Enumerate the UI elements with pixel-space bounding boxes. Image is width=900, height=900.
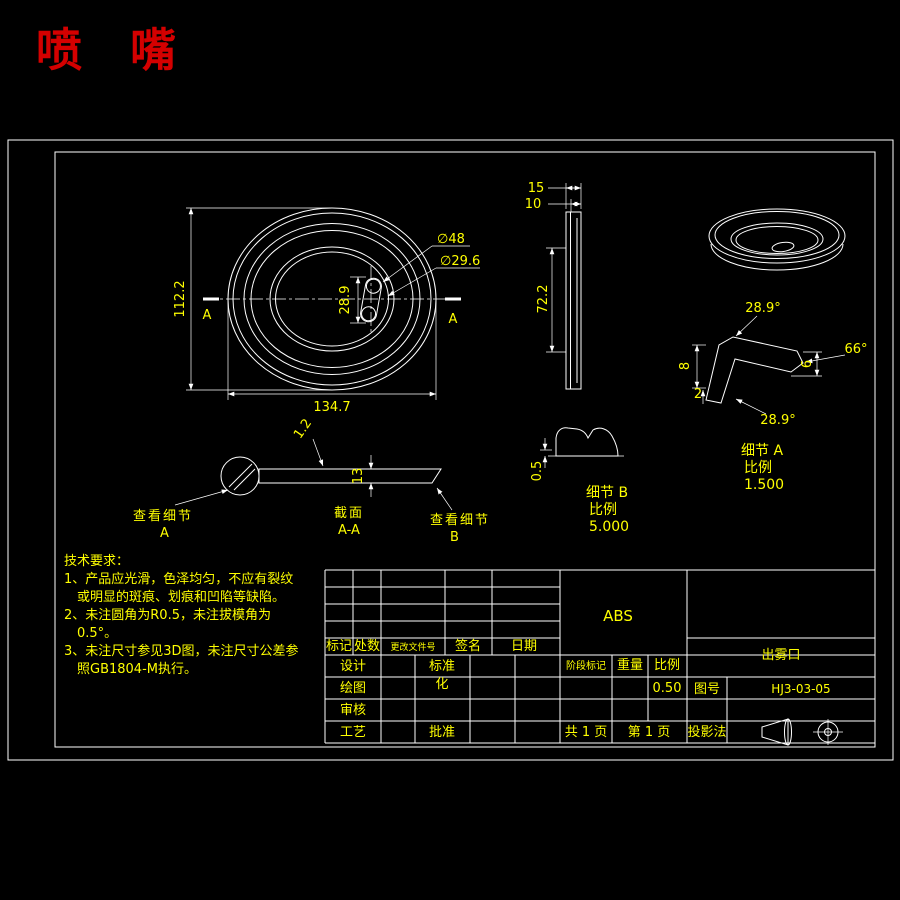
drawing-no: HJ3-03-05 <box>771 682 830 696</box>
callout-a-letter: A <box>160 526 169 541</box>
page-title: 喷 嘴 <box>36 23 193 77</box>
dim-angle-bottom: 28.9° <box>760 413 795 428</box>
dim-side-15: 15 <box>528 181 545 196</box>
sheet-no: 第 1 页 <box>628 725 671 740</box>
title-block-grid <box>324 569 876 744</box>
dim-angle-right: 66° <box>844 342 867 357</box>
detail-b-scale-label: 比例 <box>589 502 617 518</box>
section-aa-view: 1.2 13 查看细节 A 截面 A-A 查看细节 B <box>133 416 490 545</box>
stage-mark-label: 阶段标记 <box>566 659 606 672</box>
detail-a-scale-value: 1.500 <box>744 477 784 493</box>
dim-left-8: 8 <box>678 362 693 370</box>
tech-req-line: 1、产品应光滑，色泽均匀，不应有裂纹 <box>64 571 293 587</box>
detail-b-scale-value: 5.000 <box>589 519 629 535</box>
technical-requirements: 技术要求： 1、产品应光滑，色泽均匀，不应有裂纹 或明显的斑痕、划痕和凹陷等缺陷… <box>64 554 299 677</box>
tech-req-line: 3、未注尺寸参见3D图，未注尺寸公差参 <box>64 643 299 659</box>
col-count: 处数 <box>354 639 380 654</box>
dim-slot-width: 28.9 <box>338 286 353 315</box>
row-check: 审核 <box>340 703 366 718</box>
callout-b-letter: B <box>450 530 459 545</box>
projection-label: 投影法 <box>687 724 726 740</box>
dim-thickness: 1.2 <box>291 416 315 442</box>
dim-dia-inner: ∅29.6 <box>440 254 480 269</box>
callout-b-text: 查看细节 <box>430 512 490 528</box>
sheet-total: 共 1 页 <box>565 725 608 740</box>
section-aa-bar <box>258 468 442 484</box>
dim-side-10: 10 <box>525 197 542 212</box>
center-slot <box>360 277 382 323</box>
section-caption: 截面 <box>334 506 364 521</box>
section-caption-id: A-A <box>338 523 360 538</box>
projection-symbol <box>761 718 843 746</box>
detail-b-view: 0.5 细节 B 比例 5.000 <box>530 427 629 535</box>
col-sign: 签名 <box>455 638 481 654</box>
dim-small-2: 2 <box>694 387 702 402</box>
outer-border <box>7 139 894 761</box>
col-date: 日期 <box>511 639 537 654</box>
tech-req-heading: 技术要求： <box>64 554 129 569</box>
front-view: 28.9 ∅48 ∅29.6 112.2 134.7 A A <box>173 207 480 415</box>
row-design: 设计 <box>340 659 366 674</box>
detail-a-label: 细节 A <box>741 443 783 459</box>
dim-side-height: 72.2 <box>536 285 551 314</box>
dim-detail-b: 0.5 <box>530 461 545 482</box>
scale-value: 0.50 <box>653 681 682 696</box>
section-label-right: A <box>449 312 458 327</box>
side-view: 15 10 72.2 <box>525 181 582 390</box>
row-approve: 批准 <box>429 725 455 740</box>
col-mark: 标记 <box>326 639 352 654</box>
scale-label: 比例 <box>654 658 680 673</box>
detail-a-shape <box>705 336 804 404</box>
row-standardization-2: 化 <box>435 677 448 692</box>
row-draw: 绘图 <box>340 681 366 696</box>
dim-angle-top: 28.9° <box>745 301 780 316</box>
dim-bar-width: 13 <box>351 468 366 485</box>
section-label-left: A <box>203 308 212 323</box>
material-value: ABS <box>603 607 633 625</box>
callout-a-text: 查看细节 <box>133 508 193 524</box>
part-name: 出雾口 <box>761 648 800 663</box>
inner-border <box>54 151 876 748</box>
tech-req-line: 2、未注圆角为R0.5，未注拔模角为 <box>64 608 271 623</box>
row-process: 工艺 <box>340 725 366 740</box>
detail-a-scale-label: 比例 <box>744 460 772 476</box>
tech-req-line: 照GB1804-M执行。 <box>77 662 197 677</box>
weight-label: 重量 <box>617 657 643 673</box>
detail-b-shape <box>555 427 619 457</box>
dim-dia-outer: ∅48 <box>437 232 465 247</box>
tech-req-line: 0.5°。 <box>77 626 117 641</box>
detail-b-label: 细节 B <box>586 485 628 501</box>
col-change-doc: 更改文件号 <box>390 641 435 653</box>
isometric-view <box>708 208 846 271</box>
tech-req-line: 或明显的斑痕、划痕和凹陷等缺陷。 <box>77 589 285 605</box>
dim-width: 134.7 <box>313 400 350 415</box>
detail-a-view: 28.9° 66° 8 6 2 28.9° 细节 A 比例 1.500 <box>678 301 868 493</box>
drawing-no-label: 图号 <box>694 682 720 697</box>
title-block: 标记 处数 更改文件号 签名 日期 设计 绘图 审核 工艺 标准 化 批准 阶段… <box>326 607 831 740</box>
projection-symbol-circle <box>813 719 843 745</box>
dim-right-6: 6 <box>800 360 815 368</box>
row-standardization-1: 标准 <box>429 659 455 674</box>
dim-height: 112.2 <box>173 280 188 317</box>
